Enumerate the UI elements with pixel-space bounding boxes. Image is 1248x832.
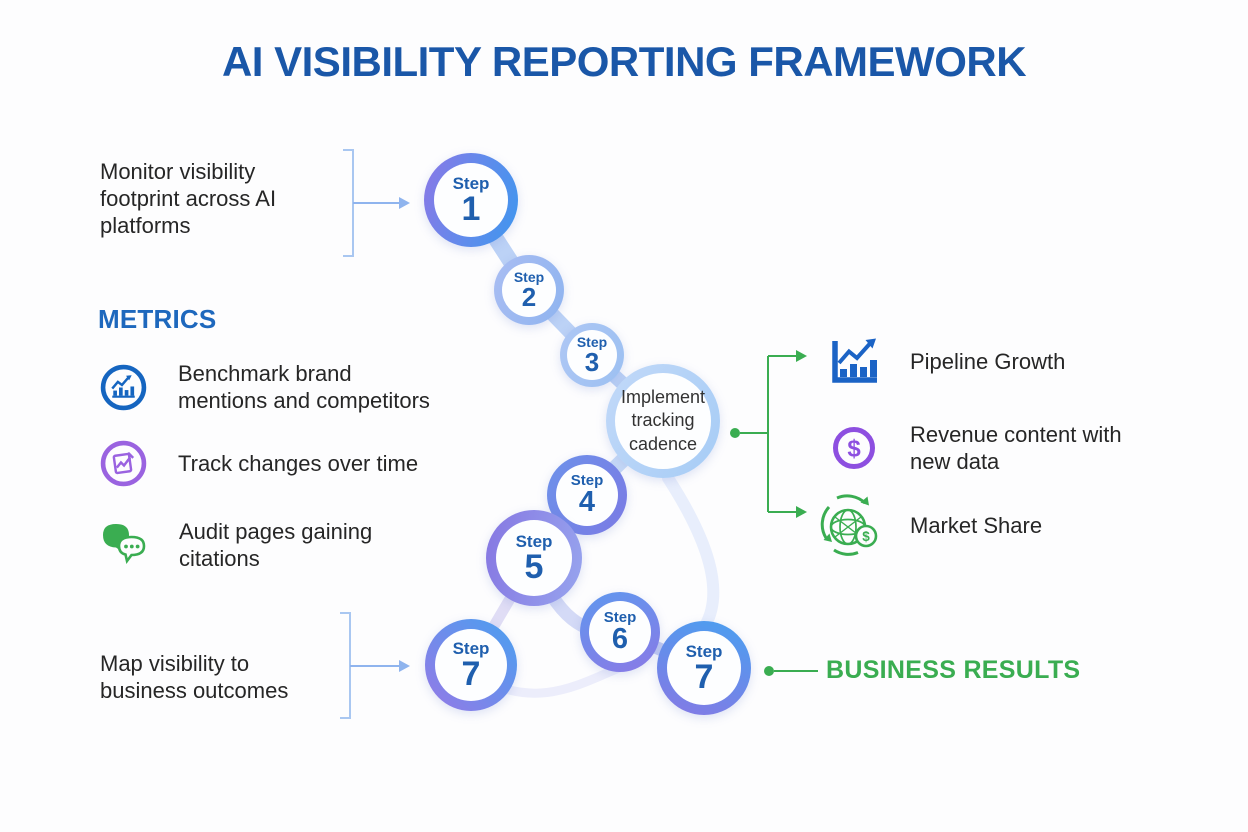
market-share-globe-icon: $ xyxy=(820,494,878,556)
step-2-inner: Step 2 xyxy=(502,263,556,317)
step-7-right-label: Step xyxy=(685,641,723,661)
step-4-label: Step xyxy=(570,472,604,490)
step-7-right-node: Step 7 xyxy=(657,621,751,715)
revenue-dollar-icon: $ xyxy=(833,427,875,469)
implement-tracking-inner: Implement tracking cadence xyxy=(615,373,711,469)
metrics-heading: METRICS xyxy=(98,304,217,334)
step-3-node: Step 3 xyxy=(560,323,624,387)
bracket-monitor xyxy=(343,149,354,257)
green-dot-step7 xyxy=(764,666,774,676)
result-label-pipeline-growth: Pipeline Growth xyxy=(910,348,1066,374)
step-2-label: Step xyxy=(513,269,545,286)
green-bracket xyxy=(740,355,796,513)
step-7-left-number: 7 xyxy=(461,654,481,693)
arrowhead-map xyxy=(399,660,410,672)
step-5-number: 5 xyxy=(524,547,544,586)
result-revenue: $ Revenue content with new data xyxy=(831,421,1122,475)
result-label-market-share: Market Share xyxy=(910,512,1043,538)
step-4-inner: Step 4 xyxy=(556,464,618,526)
bracket-map xyxy=(340,612,351,719)
dollar-sign: $ xyxy=(847,436,861,463)
step-3-number: 3 xyxy=(584,347,600,377)
step-6-number: 6 xyxy=(611,623,629,656)
step-3-inner: Step 3 xyxy=(567,330,617,380)
citations-chat-icon xyxy=(103,524,146,565)
step-4-node: Step 4 xyxy=(547,455,627,535)
green-arrowhead-bottom xyxy=(796,506,807,518)
step-2-number: 2 xyxy=(521,282,537,312)
pipeline-growth-icon xyxy=(832,338,877,383)
step-6-inner: Step 6 xyxy=(589,601,651,663)
step-6-node: Step 6 xyxy=(580,592,660,672)
implement-tracking-text: Implement tracking cadence xyxy=(620,386,706,454)
step-1-node: Step 1 xyxy=(424,153,518,247)
step-5-label: Step xyxy=(515,531,553,551)
green-arrowhead-top xyxy=(796,350,807,362)
benchmark-chart-icon xyxy=(100,364,147,410)
step-1-number: 1 xyxy=(461,189,481,228)
metric-audit-citations: Audit pages gaining citations xyxy=(97,518,372,572)
faint-arc-implement-to-step7 xyxy=(662,472,720,630)
step-7-right-inner: Step 7 xyxy=(667,631,741,705)
page-title: AI VISIBILITY REPORTING FRAMEWORK xyxy=(221,38,1027,85)
step-1-inner: Step 1 xyxy=(434,163,508,237)
metric-label-audit-citations: Audit pages gaining citations xyxy=(179,519,373,571)
metric-track-changes: Track changes over time xyxy=(100,440,418,487)
step-7-left-label: Step xyxy=(452,638,490,658)
green-dot-implement xyxy=(730,428,740,438)
dollar-sign: $ xyxy=(862,529,870,544)
step-6-label: Step xyxy=(603,609,637,627)
step-3-label: Step xyxy=(576,334,608,351)
arrowhead-monitor xyxy=(399,197,410,209)
step-1-label: Step xyxy=(452,173,490,193)
step-4-number: 4 xyxy=(578,486,596,519)
step-2-node: Step 2 xyxy=(494,255,564,325)
result-pipeline-growth: Pipeline Growth xyxy=(826,334,1065,388)
business-results-heading: BUSINESS RESULTS xyxy=(826,656,1081,684)
implement-tracking-node: Implement tracking cadence xyxy=(606,364,720,478)
note-monitor-visibility: Monitor visibility footprint across AI p… xyxy=(100,159,277,238)
track-changes-icon xyxy=(100,440,147,487)
metric-label-track-changes: Track changes over time xyxy=(178,451,419,476)
step-5-inner: Step 5 xyxy=(496,520,572,596)
step-5-node: Step 5 xyxy=(486,510,582,606)
note-map-visibility: Map visibility to business outcomes xyxy=(100,651,289,703)
step-7-left-node: Step 7 xyxy=(425,619,517,711)
step-7-right-number: 7 xyxy=(694,657,714,696)
result-market-share: $ Market Share xyxy=(812,488,1042,562)
result-label-revenue: Revenue content with new data xyxy=(910,422,1122,474)
metric-benchmark: Benchmark brand mentions and competitors xyxy=(100,360,430,414)
metric-label-benchmark: Benchmark brand mentions and competitors xyxy=(178,361,430,413)
step-7-left-inner: Step 7 xyxy=(435,629,507,701)
